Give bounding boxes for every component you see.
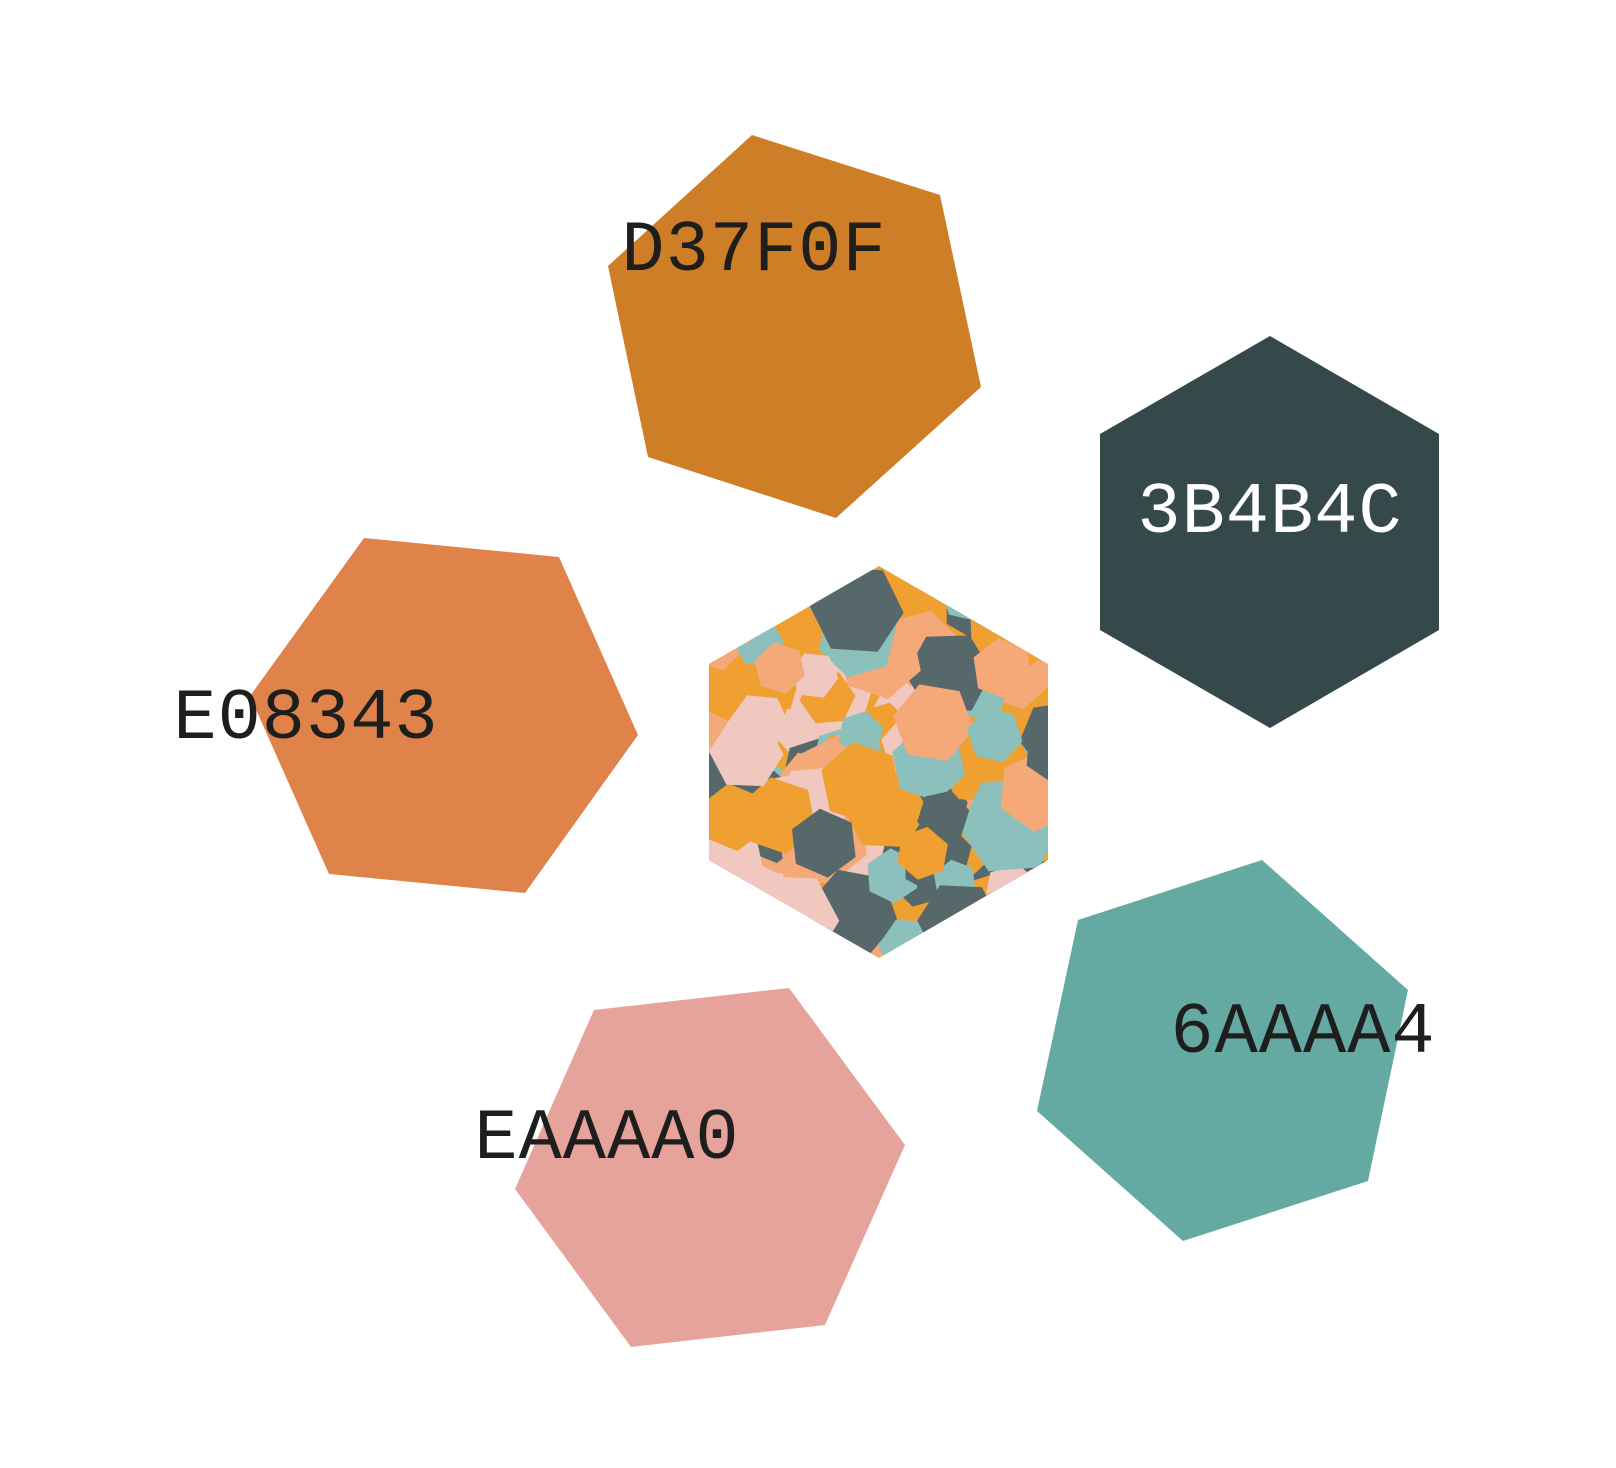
pattern-tile bbox=[709, 566, 762, 604]
pattern-tile bbox=[709, 588, 737, 636]
pattern-tile bbox=[984, 863, 1039, 919]
pattern-tile bbox=[709, 720, 784, 787]
swatch-hexagon-6aaaa4 bbox=[1037, 860, 1408, 1241]
pattern-tile bbox=[961, 915, 1048, 958]
pattern-tile bbox=[985, 572, 1048, 637]
pattern-tile bbox=[782, 943, 827, 958]
swatch-hexagon-e08343 bbox=[250, 538, 638, 893]
swatch-hexagon-eaaaa0 bbox=[515, 988, 905, 1347]
swatch-hexagon-3b4b4c bbox=[1100, 336, 1439, 728]
pattern-tile bbox=[709, 939, 733, 958]
pattern-tile bbox=[754, 642, 805, 694]
pattern-hexagon bbox=[709, 566, 1048, 958]
pattern-tile bbox=[1018, 926, 1048, 958]
pattern-tile bbox=[731, 566, 792, 616]
pattern-tile bbox=[973, 638, 1032, 700]
pattern-tile bbox=[1026, 722, 1048, 783]
pattern-tile bbox=[792, 808, 856, 878]
swatch-label-6aaaa4: 6AAAA4 bbox=[1170, 992, 1435, 1074]
pattern-tile bbox=[709, 877, 735, 927]
pattern-tile bbox=[1006, 566, 1048, 582]
pattern-tile bbox=[821, 742, 901, 825]
swatch-hexagon-d37f0f bbox=[608, 135, 981, 518]
swatch-label-3b4b4c: 3B4B4C bbox=[1137, 472, 1402, 554]
pattern-tile bbox=[893, 684, 974, 761]
pattern-tile bbox=[709, 566, 735, 592]
pattern-tile bbox=[992, 909, 1048, 958]
pattern-tile bbox=[971, 566, 1034, 621]
pattern-tile bbox=[917, 790, 970, 842]
swatch-label-d37f0f: D37F0F bbox=[621, 210, 886, 292]
pattern-tile bbox=[967, 708, 1023, 762]
pattern-tile bbox=[709, 905, 729, 958]
pattern-tile bbox=[897, 826, 948, 880]
pattern-tile bbox=[790, 653, 839, 698]
pattern-tile bbox=[1000, 750, 1048, 832]
swatch-label-eaaaa0: EAAAA0 bbox=[474, 1098, 739, 1180]
pattern-tile bbox=[955, 924, 999, 958]
pattern-tile bbox=[939, 566, 1000, 622]
swatch-label-e08343: E08343 bbox=[173, 678, 438, 760]
